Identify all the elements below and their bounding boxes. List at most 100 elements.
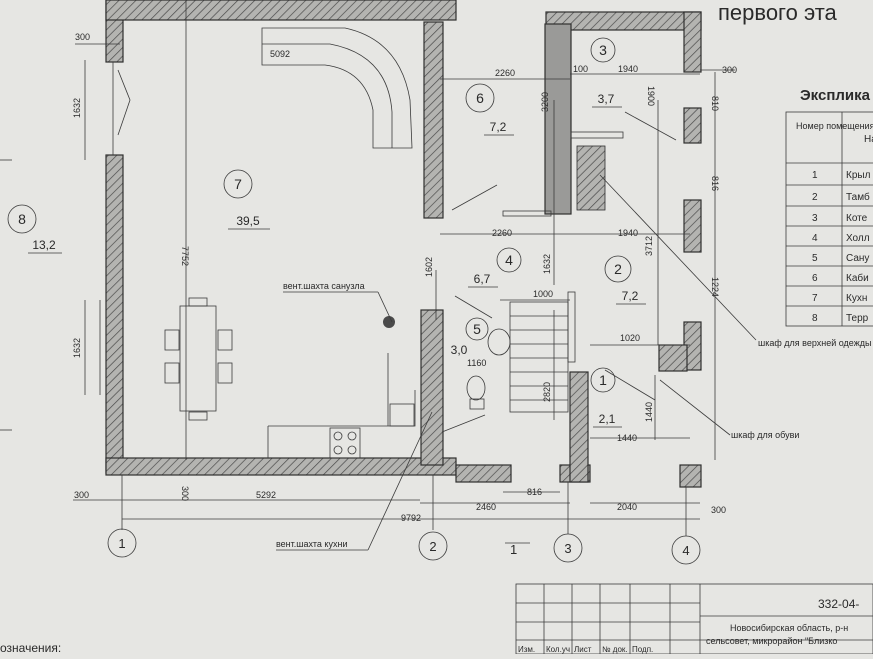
annotation-vent-kitchen: вент.шахта кухни (276, 539, 347, 549)
room-7-marker (223, 169, 253, 199)
room-8-number: 8 (18, 211, 26, 227)
explication-row-name: Каби (846, 272, 869, 284)
explication-row-num: 8 (812, 313, 818, 324)
explication-row-name: Коте (846, 213, 868, 224)
room-4-area: 6,7 (474, 272, 491, 286)
dim-300-right: 300 (722, 65, 737, 75)
sheet-title: первого эта (718, 0, 838, 25)
wall-right-mid1 (683, 107, 702, 144)
explication-row-name: Терр (846, 313, 869, 324)
kitchen-counter (267, 353, 416, 458)
room-1-number: 1 (599, 372, 607, 388)
wall-right-top (683, 11, 702, 73)
explication-header-2: На (864, 134, 873, 145)
room-8-marker (7, 204, 37, 234)
dim-1160: 1160 (467, 358, 486, 368)
dim-810: 810 (710, 96, 720, 111)
dim-1020: 1020 (620, 333, 640, 343)
room-7-number: 7 (234, 176, 242, 192)
explication-row-num: 6 (812, 273, 818, 284)
sofa (261, 27, 413, 149)
axis-1-label: 1 (118, 536, 125, 551)
dim-9792: 9792 (401, 513, 421, 523)
chairs (164, 297, 233, 421)
wall-interior-porch (569, 371, 589, 483)
explication-row-num: 5 (812, 253, 818, 264)
explication-row-name: Крыл (846, 170, 871, 181)
room-6-marker (465, 83, 495, 113)
explication-title: Эксплика (800, 87, 871, 104)
room-6-number: 6 (476, 90, 484, 106)
wall-interior-office (544, 23, 572, 215)
wall-interior-bath (420, 309, 444, 466)
explication-table (785, 111, 873, 327)
room-6-area: 7,2 (490, 120, 507, 134)
stamp-address-2: сельсовет, микрорайон "Близко (706, 636, 837, 646)
dim-300-top: 300 (75, 32, 90, 42)
wall-interior-kitchen-right (423, 21, 444, 219)
stamp-code: 332-04- (818, 597, 859, 611)
explication-row-num: 4 (812, 233, 818, 244)
dim-300-bottom: 300 (74, 490, 89, 500)
room-8-area: 13,2 (32, 238, 56, 252)
dim-2460: 2460 (476, 502, 496, 512)
dim-3712: 3712 (644, 236, 654, 256)
room-3-area: 3,7 (598, 92, 615, 106)
toilet (466, 375, 486, 401)
explication-row-name: Кухн (846, 293, 867, 304)
stamp-column-label: № док. (602, 645, 628, 654)
annotation-vent-bath: вент.шахта санузла (283, 281, 365, 291)
room-2-number: 2 (614, 261, 622, 277)
kitchen-stove (329, 427, 361, 459)
room-2-marker (604, 255, 632, 283)
explication-row-num: 7 (812, 293, 818, 304)
wall-right-mid2 (683, 199, 702, 253)
dim-5092: 5092 (270, 49, 290, 59)
dim-1632-mid: 1632 (542, 254, 552, 274)
stamp-column-label: Изм. (518, 645, 535, 654)
axis-1-bubble (107, 528, 137, 558)
room-4-marker (496, 247, 522, 273)
wall-interior-corner (658, 344, 688, 372)
dim-1000: 1000 (533, 289, 553, 299)
dim-1440-h: 1440 (617, 433, 637, 443)
legend-partial: означения: (0, 641, 61, 654)
explication-row-name: Тамб (846, 191, 870, 203)
room-7-area: 39,5 (236, 214, 260, 228)
room-2-area: 7,2 (622, 289, 639, 303)
boiler-room-wall (570, 131, 624, 139)
axis-4-label: 4 (682, 543, 689, 558)
dim-300-bottom2: 300 (180, 486, 190, 501)
dim-2260-mid: 2260 (492, 228, 512, 238)
room-4-number: 4 (505, 252, 513, 268)
room-5-area: 3,0 (451, 343, 468, 357)
stamp-column-label: Подп. (632, 645, 653, 654)
wall-left (105, 154, 124, 474)
dim-3200: 3200 (540, 92, 550, 112)
room-5-number: 5 (473, 321, 481, 337)
room-5-marker (465, 317, 489, 341)
title-stamp (515, 583, 873, 655)
stamp-column-label: Лист (574, 645, 592, 654)
annotation-closet-label: шкаф для верхней одежды (758, 338, 871, 348)
kitchen-sink (389, 403, 415, 427)
dim-816-bottom: 816 (527, 487, 542, 497)
dim-816-right: 816 (710, 176, 720, 191)
room-3-number: 3 (599, 42, 607, 58)
dim-100: 100 (573, 64, 588, 74)
explication-row-name: Холл (846, 233, 870, 244)
dim-1900: 1900 (646, 86, 656, 106)
dim-1632-left-bottom: 1632 (72, 338, 82, 358)
explication-row-num: 2 (812, 192, 818, 203)
dim-1940-mid: 1940 (618, 228, 638, 238)
room-3-marker (590, 37, 616, 63)
dim-2820: 2820 (542, 382, 552, 402)
room-1-marker (590, 367, 616, 393)
dim-1632-left-top: 1632 (72, 98, 82, 118)
room-1-area: 2,1 (599, 412, 616, 426)
dim-1940-top: 1940 (618, 64, 638, 74)
window-left (117, 69, 131, 136)
